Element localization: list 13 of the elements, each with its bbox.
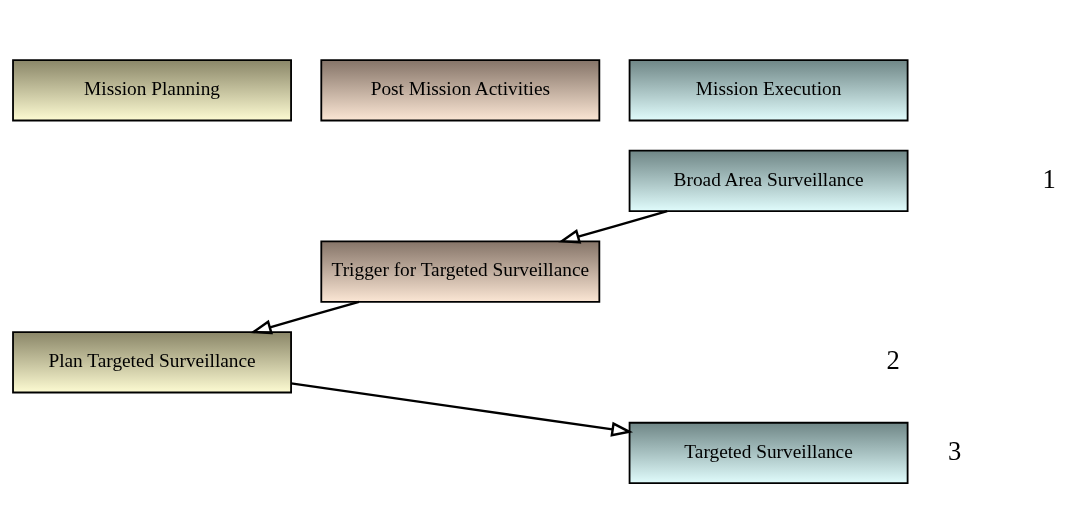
node-box: Post Mission Activities xyxy=(320,58,601,121)
node-box: Mission Planning xyxy=(12,58,292,121)
node-box: Plan Targeted Surveillance xyxy=(12,330,292,393)
node-box: Mission Execution xyxy=(628,58,909,121)
arrow xyxy=(558,209,668,244)
node-box: Targeted Surveillance xyxy=(628,421,909,484)
node-box: Trigger for Targeted Surveillance xyxy=(320,239,601,303)
label: 3 xyxy=(948,435,962,466)
label: 1 xyxy=(1042,163,1056,194)
node-box: Broad Area Surveillance xyxy=(628,149,909,212)
arrow xyxy=(249,300,360,334)
arrow xyxy=(291,381,634,437)
label: 2 xyxy=(886,344,900,375)
